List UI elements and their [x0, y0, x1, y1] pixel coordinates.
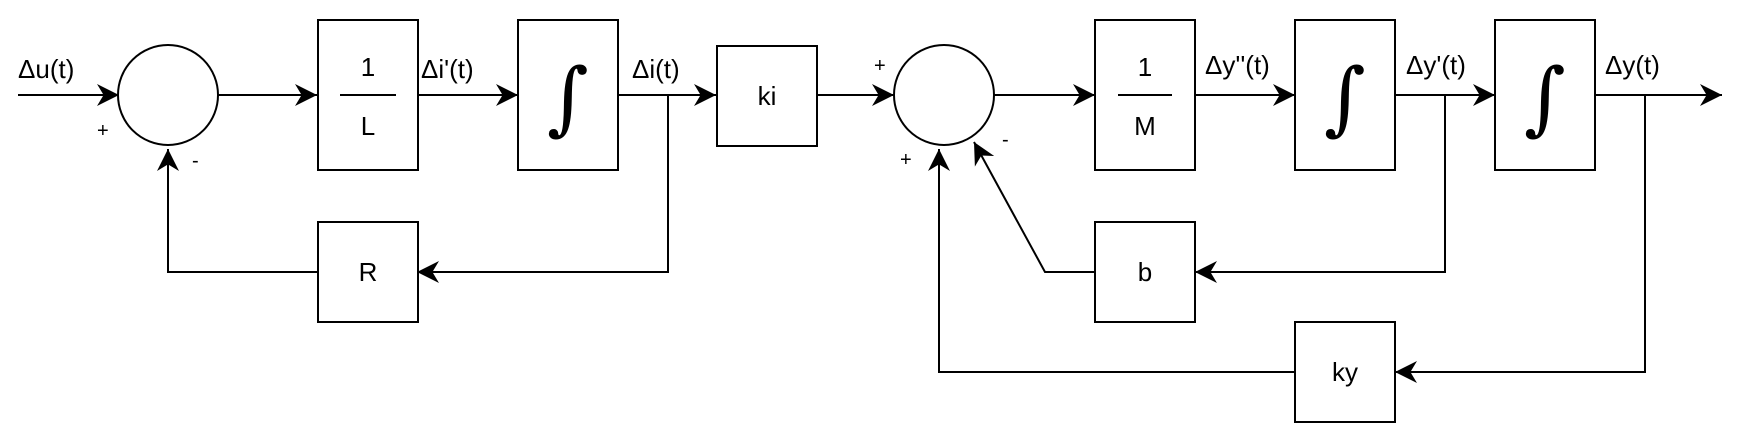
integral-symbol: ∫ [547, 51, 589, 144]
inverse-l-numerator: 1 [361, 52, 375, 82]
r-block: R [317, 221, 419, 323]
integrator-block-3: ∫ [1494, 19, 1596, 171]
b-feedback-wire [1195, 95, 1446, 283]
sum2-damping-sign: - [1002, 129, 1009, 151]
integral-symbol: ∫ [1524, 51, 1566, 144]
ky-to-sum2-wire [928, 149, 1295, 373]
inverse-m-denominator: M [1134, 111, 1156, 141]
b-block: b [1094, 221, 1196, 323]
signal-di-label: Δi(t) [632, 54, 680, 84]
integrator-block-2: ∫ [1294, 19, 1396, 171]
ky-block: ky [1294, 321, 1396, 423]
signal-dy-dot-label: Δy'(t) [1406, 50, 1466, 80]
r-label: R [359, 257, 378, 287]
integrator-block-1: ∫ [517, 19, 619, 171]
ki-label: ki [758, 81, 777, 111]
signal-du-label: Δu(t) [18, 54, 74, 84]
inverse-l-block: 1 L [317, 19, 419, 171]
inverse-l-denominator: L [361, 111, 375, 141]
inverse-m-numerator: 1 [1138, 52, 1152, 82]
r-to-sum1-wire [157, 149, 318, 273]
sum1-feedback-sign: - [192, 150, 199, 172]
sum2-input-sign: + [874, 55, 886, 77]
b-to-sum2-wire [973, 141, 1095, 273]
sum2-stiffness-sign: + [900, 149, 912, 171]
signal-dy-label: Δy(t) [1605, 50, 1660, 80]
b-label: b [1138, 257, 1152, 287]
ky-feedback-wire [1395, 95, 1646, 383]
summing-junction-2 [893, 44, 995, 146]
ki-block: ki [716, 45, 818, 147]
integral-symbol: ∫ [1324, 51, 1366, 144]
r-feedback-wire [417, 95, 669, 283]
signal-dy-ddot-label: Δy''(t) [1205, 50, 1270, 80]
summing-junction-1 [117, 44, 219, 146]
inverse-m-block: 1 M [1094, 19, 1196, 171]
sum1-input-sign: + [97, 120, 109, 142]
signal-di-dot-label: Δi'(t) [421, 54, 474, 84]
ky-label: ky [1332, 357, 1358, 387]
